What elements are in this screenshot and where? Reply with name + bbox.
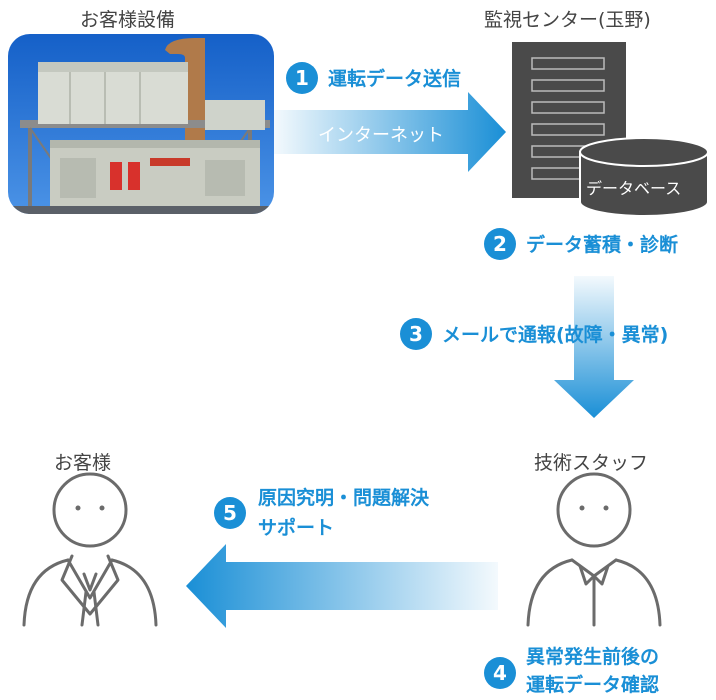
step-2-number-badge: 2	[484, 228, 516, 260]
internet-arrow	[274, 92, 506, 172]
step-4-number-badge: 4	[484, 657, 516, 689]
technical-staff-person-icon	[526, 472, 662, 627]
database-icon	[579, 137, 709, 217]
step-5-number-badge: 5	[214, 497, 246, 529]
monitoring-center-label: 監視センター(玉野)	[484, 9, 651, 31]
step-1-number-badge: 1	[286, 62, 318, 94]
step-4-label-line1: 異常発生前後の	[526, 646, 660, 668]
step-3-number-badge: 3	[400, 318, 432, 350]
step-3-label: メールで通報(故障・異常)	[442, 324, 669, 346]
support-arrow	[186, 544, 498, 628]
internet-label: インターネット	[318, 125, 444, 146]
step-2-label: データ蓄積・診断	[526, 234, 679, 256]
customer-person-icon	[22, 472, 158, 627]
step-1-label: 運転データ送信	[328, 68, 462, 90]
technical-staff-label: 技術スタッフ	[534, 452, 649, 474]
step-5-label-line1: 原因究明・問題解決	[258, 487, 430, 509]
database-label: データベース	[586, 179, 682, 198]
email-notification-arrow	[554, 276, 634, 418]
customer-equipment-label: お客様設備	[80, 9, 176, 31]
step-4-label-line2: 運転データ確認	[526, 674, 660, 696]
customer-equipment-photo	[8, 34, 274, 214]
customer-label: お客様	[54, 452, 112, 474]
step-5-label-line2: サポート	[258, 517, 335, 539]
